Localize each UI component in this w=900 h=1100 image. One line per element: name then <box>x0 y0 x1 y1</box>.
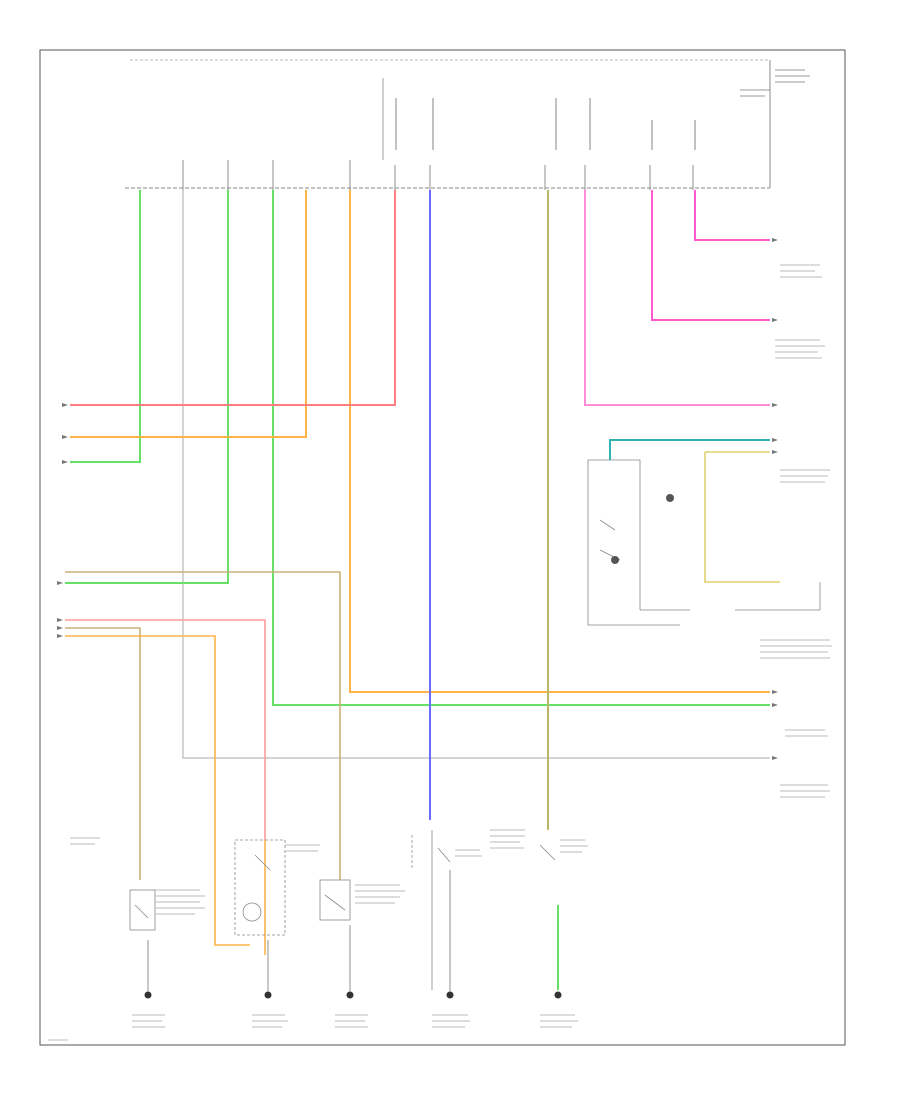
module-title-block <box>740 69 810 97</box>
module-connector-pins <box>182 160 694 190</box>
wire-orange-a <box>70 190 307 438</box>
wire-orange-c <box>65 635 250 946</box>
wire-tan-a <box>65 571 341 880</box>
wire-gray-a <box>182 190 770 759</box>
wire-cyan <box>609 439 770 460</box>
wire-green-a <box>70 190 141 463</box>
wire-green-c <box>272 190 770 706</box>
left-connector-arrows <box>57 403 68 638</box>
wire-green-b <box>65 190 229 584</box>
wire-magenta-b <box>694 190 770 241</box>
illegible-label-marks <box>48 264 832 1041</box>
wire-pink <box>584 190 770 406</box>
right-connector-arrows <box>772 238 778 760</box>
switch-component-4 <box>411 830 451 990</box>
switch-component-3 <box>319 879 351 921</box>
sensor-cluster <box>587 459 821 626</box>
page-frame <box>39 49 846 1046</box>
wire-red-a <box>70 190 396 406</box>
wire-olive-right-b <box>704 452 780 583</box>
wire-orange-b <box>349 190 770 693</box>
wire-red-b <box>65 619 266 840</box>
lamp-component <box>234 839 286 936</box>
switch-component-5 <box>539 844 556 861</box>
ground-symbols <box>144 870 562 999</box>
wire-magenta-a <box>651 190 770 321</box>
wire-tan-b <box>65 627 141 880</box>
module-wire-tags <box>395 98 696 150</box>
switch-component-1 <box>129 889 156 931</box>
